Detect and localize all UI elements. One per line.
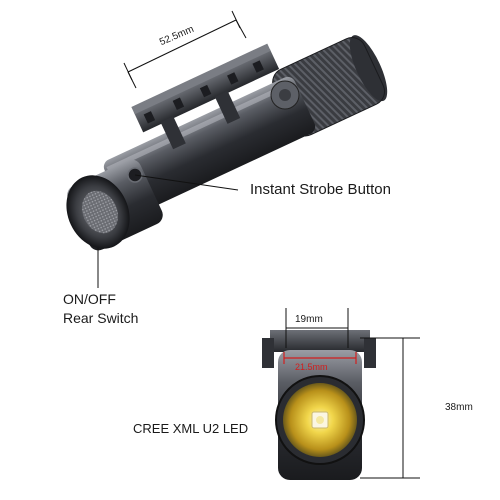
rear-switch-label-line2: Rear Switch bbox=[63, 310, 139, 326]
rail-mount bbox=[131, 43, 280, 150]
rear-switch-label-line1: ON/OFF bbox=[63, 291, 116, 307]
rear-switch-label: ON/OFF Rear Switch bbox=[63, 290, 138, 328]
flashlight-body bbox=[103, 76, 316, 217]
leader-lines bbox=[97, 10, 247, 288]
front-dimensions bbox=[285, 308, 420, 479]
height-dimension-label: 38mm bbox=[445, 402, 473, 413]
instant-strobe-label: Instant Strobe Button bbox=[250, 181, 391, 198]
flashlight-front-view bbox=[262, 330, 376, 480]
flashlight-side-view bbox=[66, 35, 388, 251]
led-type-label: CREE XML U2 LED bbox=[133, 421, 249, 436]
rear-switch-mesh bbox=[82, 190, 118, 234]
body-diameter-dimension bbox=[283, 352, 357, 364]
body-diameter-dimension-label: 21.5mm bbox=[295, 362, 328, 372]
head-width-dimension-label: 19mm bbox=[295, 314, 323, 325]
